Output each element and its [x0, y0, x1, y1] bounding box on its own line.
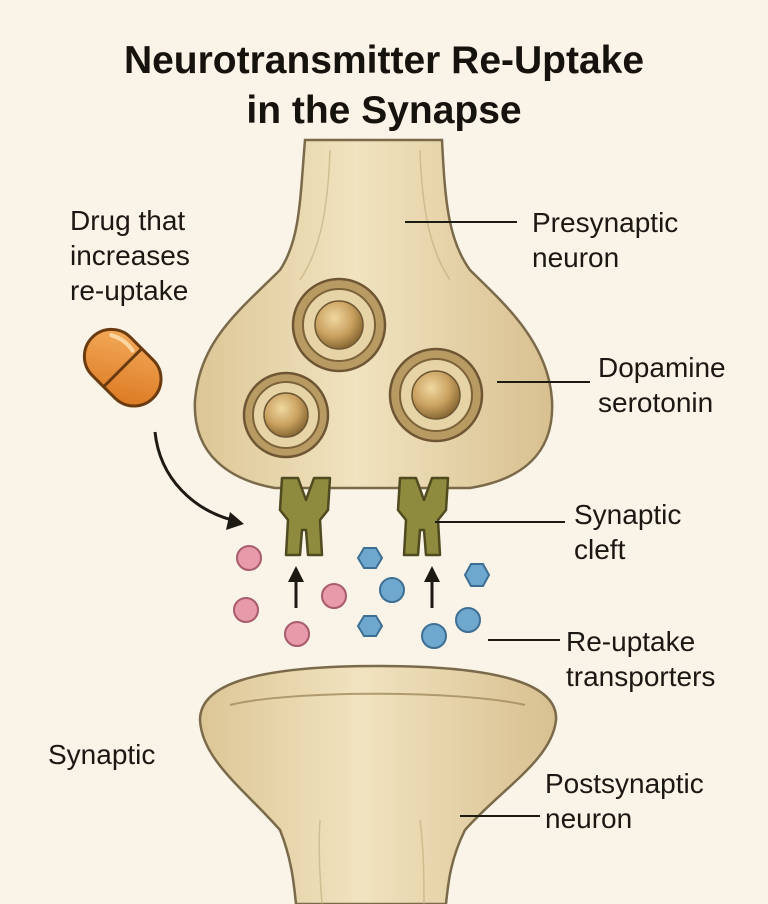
vesicle-right	[388, 347, 484, 443]
label-synaptic: Synaptic	[48, 739, 156, 770]
capsule-pill-icon	[82, 327, 163, 408]
blue-molecule	[421, 623, 447, 649]
vesicle-top	[291, 277, 387, 373]
label-postsynaptic-neuron: Postsynaptic neuron	[545, 768, 704, 834]
label-drug: Drug that increases re-uptake	[70, 205, 190, 306]
pink-molecule	[284, 621, 310, 647]
postsynaptic-neuron	[198, 664, 558, 904]
label-dopamine-serotonin: Dopamine serotonin	[598, 352, 726, 418]
diagram-title: Neurotransmitter Re-Uptake in the Synaps…	[0, 36, 768, 136]
blue-hexagon-molecule	[463, 563, 491, 587]
title-line-1: Neurotransmitter Re-Uptake	[123, 39, 645, 82]
up-arrow-icon	[424, 566, 440, 608]
label-presynaptic-neuron: Presynaptic neuron	[532, 207, 679, 273]
label-synaptic-cleft: Synaptic cleft	[574, 499, 682, 565]
blue-molecule	[455, 607, 481, 633]
blue-hexagon-molecule	[356, 615, 384, 637]
title-line-2: in the Synapse	[246, 89, 522, 132]
postsynaptic-neuron-rim	[229, 692, 526, 706]
up-arrow-icon	[288, 566, 304, 608]
transporter-right	[396, 476, 450, 557]
blue-molecule	[379, 577, 405, 603]
pink-molecule	[321, 583, 347, 609]
presynaptic-neuron-shading	[299, 149, 451, 281]
blue-hexagon-molecule	[356, 547, 384, 569]
label-reuptake-transporters: Re-uptake transporters	[566, 626, 716, 692]
pink-molecule	[236, 545, 262, 571]
postsynaptic-neuron-shading	[318, 819, 425, 904]
pink-molecule	[233, 597, 259, 623]
curved-arrow-icon	[153, 431, 244, 530]
vesicle-left	[242, 371, 330, 459]
molecules	[233, 545, 491, 649]
transporter-left	[278, 476, 332, 557]
